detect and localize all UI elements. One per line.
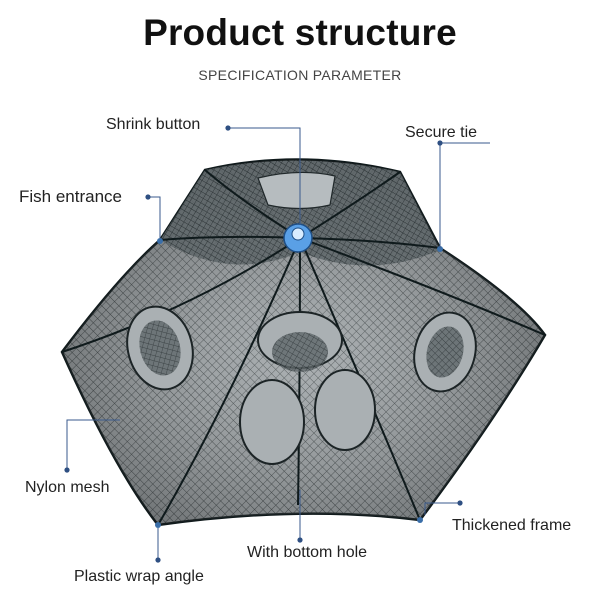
label-nylon-mesh: Nylon mesh bbox=[25, 479, 110, 496]
label-bottom-hole: With bottom hole bbox=[247, 544, 368, 561]
label-shrink-button: Shrink button bbox=[106, 116, 201, 133]
label-secure-tie: Secure tie bbox=[405, 124, 478, 141]
label-fish-entrance: Fish entrance bbox=[19, 187, 122, 206]
page-title: Product structure bbox=[143, 12, 457, 53]
page-subtitle: SPECIFICATION PARAMETER bbox=[198, 67, 402, 83]
label-thickened-frame: Thickened frame bbox=[452, 517, 572, 534]
label-plastic-wrap-angle: Plastic wrap angle bbox=[74, 568, 204, 585]
shrink-button bbox=[283, 223, 313, 253]
